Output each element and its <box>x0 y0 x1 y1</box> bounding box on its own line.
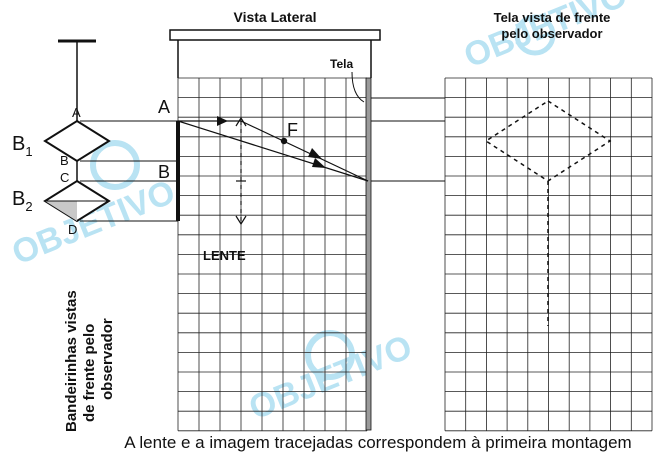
point-a-lateral: A <box>158 97 170 117</box>
watermark-left: OBJETIVO <box>7 173 181 273</box>
side-text-line-2: de frente pelo <box>81 324 98 422</box>
lateral-header: Vista Lateral <box>169 9 381 78</box>
focus-label: F <box>287 120 298 140</box>
flags-assembly <box>43 39 111 223</box>
side-text: Bandeirinhas vistas de frente pelo obser… <box>63 290 116 432</box>
rays <box>177 120 369 182</box>
flag-b2-label: B2 <box>12 188 33 214</box>
focus-point <box>280 137 288 145</box>
flag-label-b: B <box>60 153 69 168</box>
lateral-grid <box>177 77 368 432</box>
flag-b2-shade <box>45 201 77 221</box>
side-text-line-3: observador <box>99 318 116 400</box>
flag-b1-label: B1 <box>12 133 33 159</box>
lateral-title: Vista Lateral <box>233 9 316 25</box>
screen-pointer <box>351 71 365 103</box>
side-text-line-1: Bandeirinhas vistas <box>63 290 80 432</box>
front-image-dashed <box>484 100 612 326</box>
front-image-diamond <box>484 100 612 182</box>
flag-label-c: C <box>60 170 69 185</box>
front-title-line-1: Tela vista de frente <box>494 10 611 25</box>
flag-label-d: D <box>68 222 77 237</box>
ray-arrows <box>217 116 326 168</box>
point-b-lateral: B <box>158 162 170 182</box>
projection-lines <box>80 97 445 222</box>
front-title-line-2: pelo observador <box>501 26 602 41</box>
front-grid <box>444 77 653 432</box>
screen-label: Tela <box>330 57 353 71</box>
watermark-logo-top <box>514 14 556 56</box>
screen-bar <box>365 77 372 431</box>
watermark-logo-left <box>90 140 140 190</box>
lateral-rail <box>169 29 381 41</box>
caption: A lente e a imagem tracejadas correspond… <box>124 433 631 452</box>
flag-b1 <box>43 119 111 163</box>
lens-label: LENTE <box>203 248 246 263</box>
flag-label-a: A <box>72 105 81 120</box>
lens-dashed <box>235 116 247 226</box>
